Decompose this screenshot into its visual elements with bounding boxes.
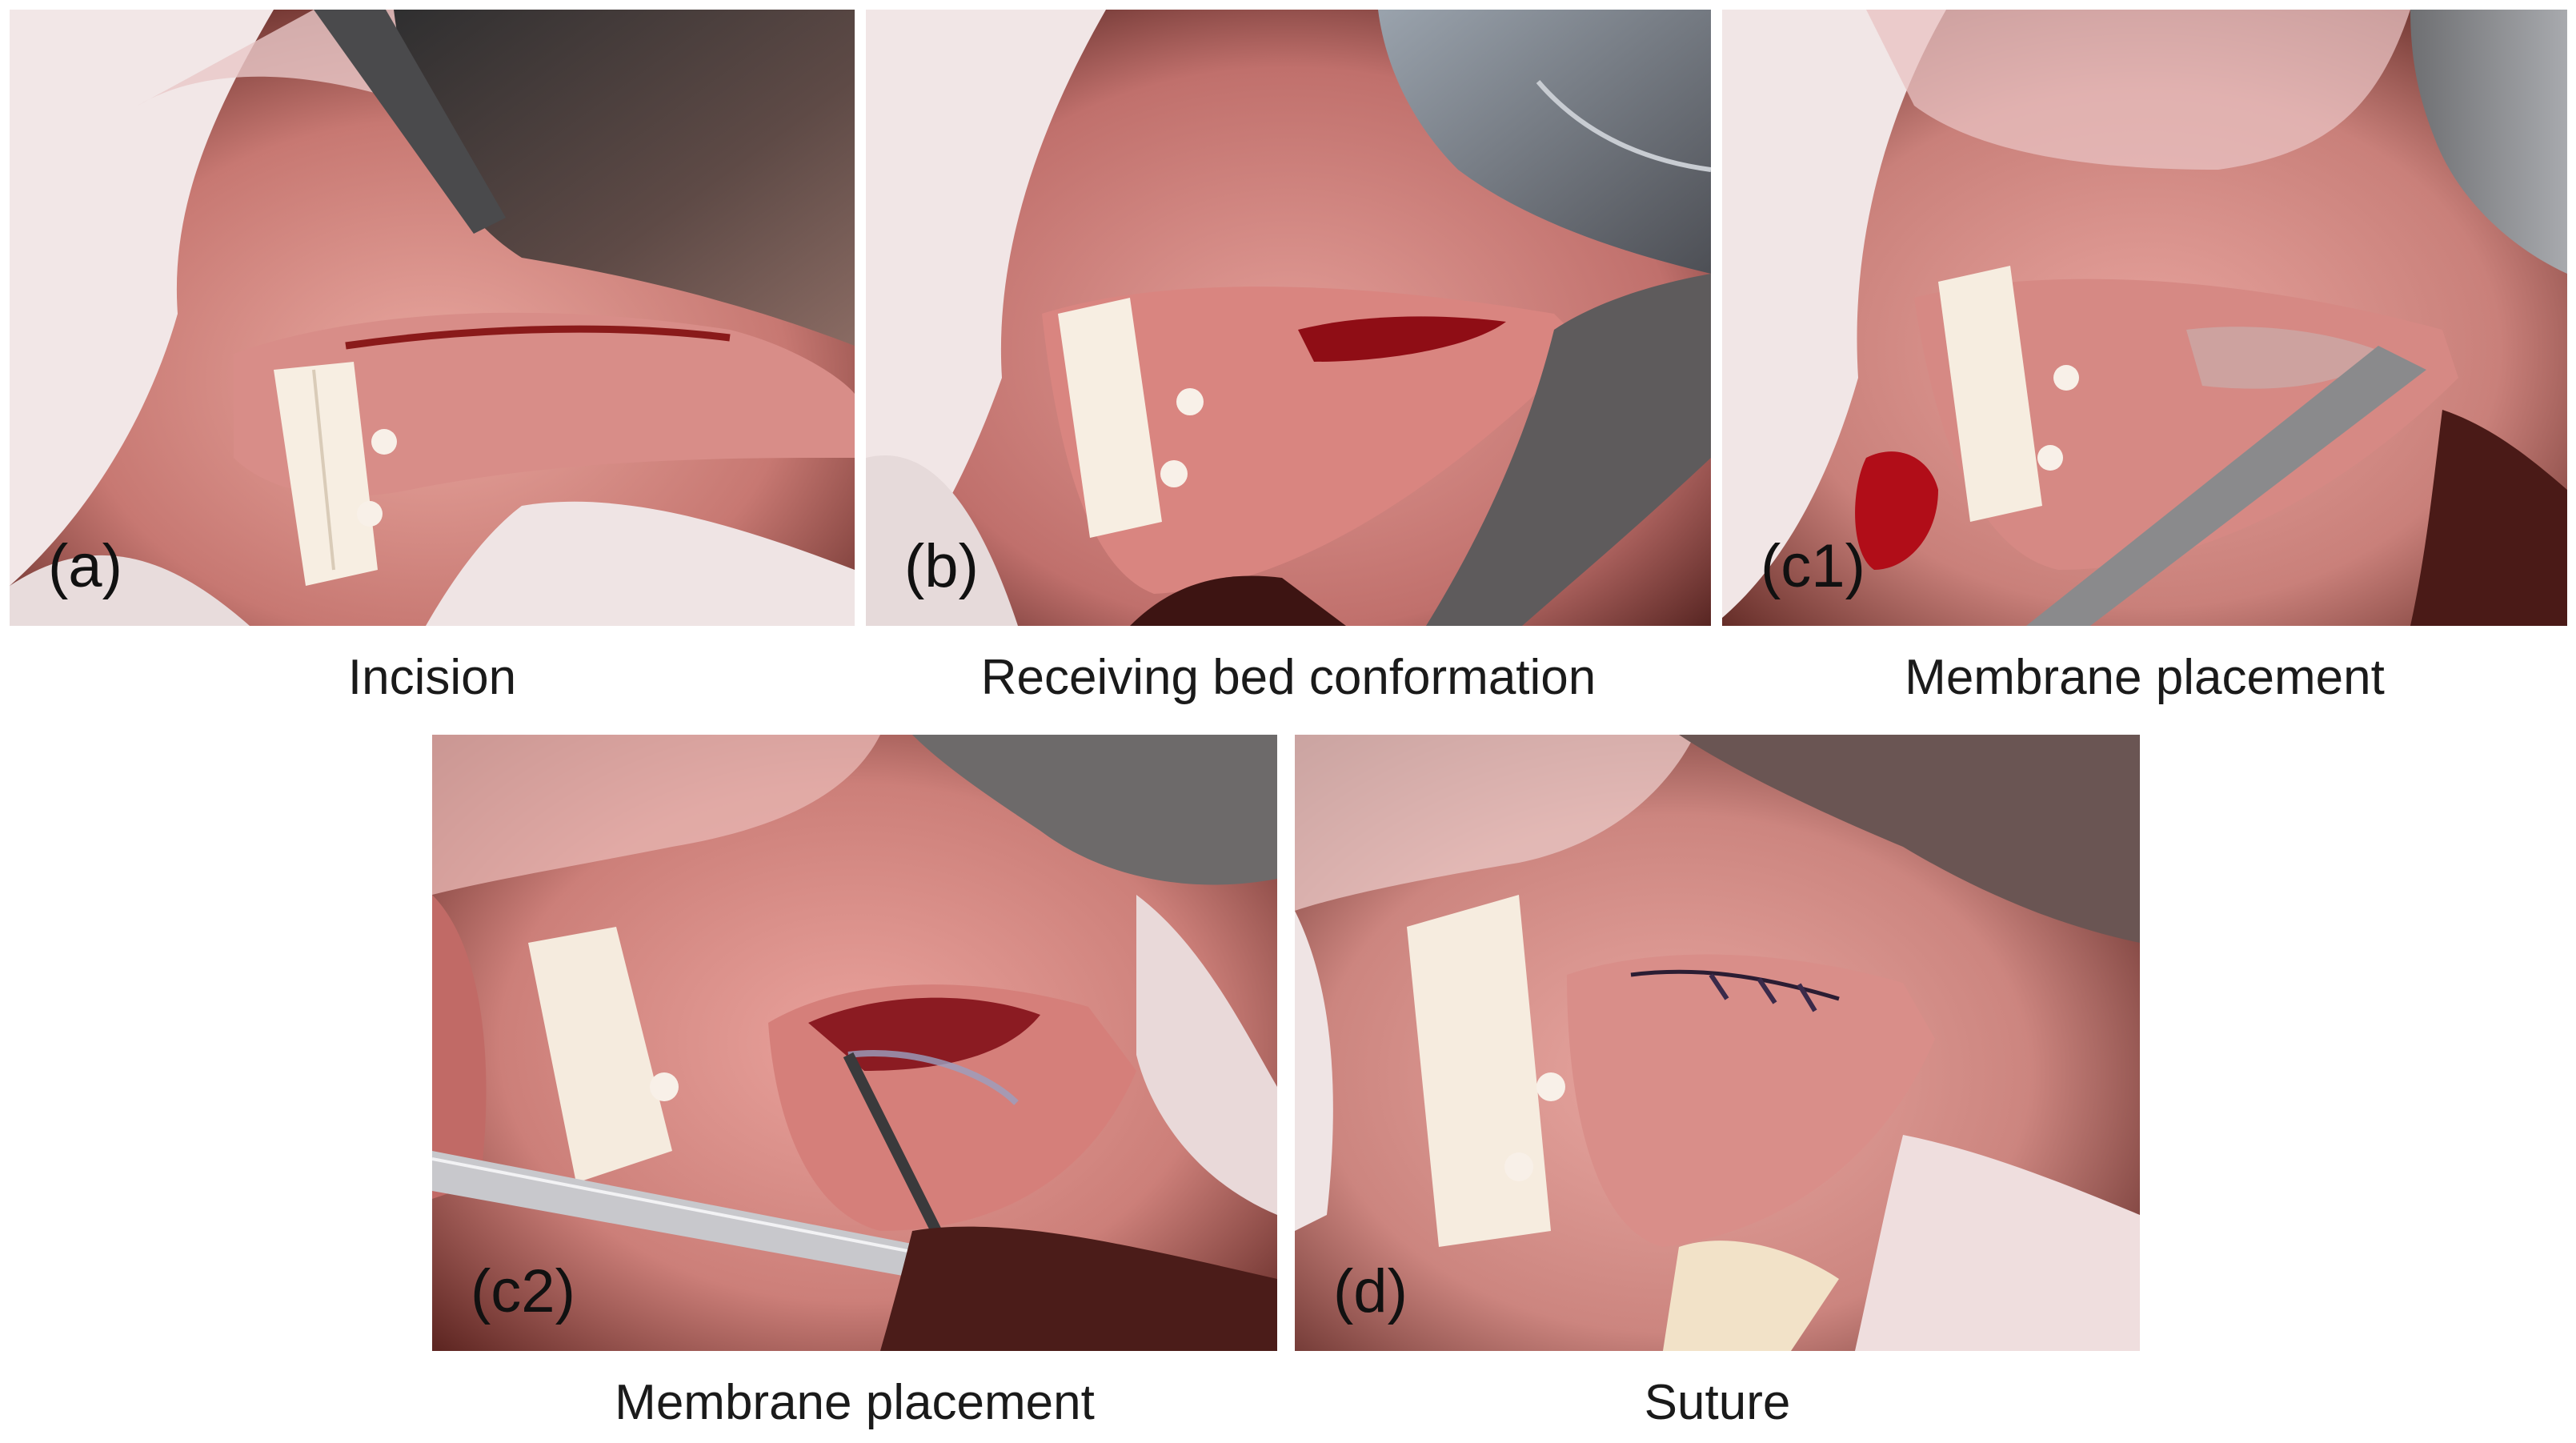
caption-receiving-bed-conformation: Receiving bed conformation — [980, 650, 1596, 705]
panel-label-d: (d) — [1333, 1257, 1408, 1325]
surgical-photo-membrane-placement-2 — [432, 735, 1277, 1351]
surgical-photo-membrane-placement-1 — [1722, 10, 2567, 626]
caption-membrane-placement-2: Membrane placement — [615, 1375, 1095, 1430]
surgical-photo-suture — [1295, 735, 2140, 1351]
photo-panel-d: (d) — [1295, 735, 2140, 1351]
photo-panel-c1: (c1) — [1722, 10, 2567, 626]
caption-membrane-placement-1: Membrane placement — [1905, 650, 2385, 705]
surgical-photo-incision — [10, 10, 855, 626]
caption-suture: Suture — [1644, 1375, 1791, 1430]
panel-label-b: (b) — [904, 532, 979, 600]
panel-label-c1: (c1) — [1761, 532, 1865, 600]
surgical-photo-receiving-bed — [866, 10, 1711, 626]
caption-incision: Incision — [347, 650, 517, 705]
photo-panel-b: (b) — [866, 10, 1711, 626]
panel-label-a: (a) — [48, 532, 122, 600]
photo-panel-a: (a) — [10, 10, 855, 626]
panel-label-c2: (c2) — [471, 1257, 575, 1325]
photo-panel-c2: (c2) — [432, 735, 1277, 1351]
